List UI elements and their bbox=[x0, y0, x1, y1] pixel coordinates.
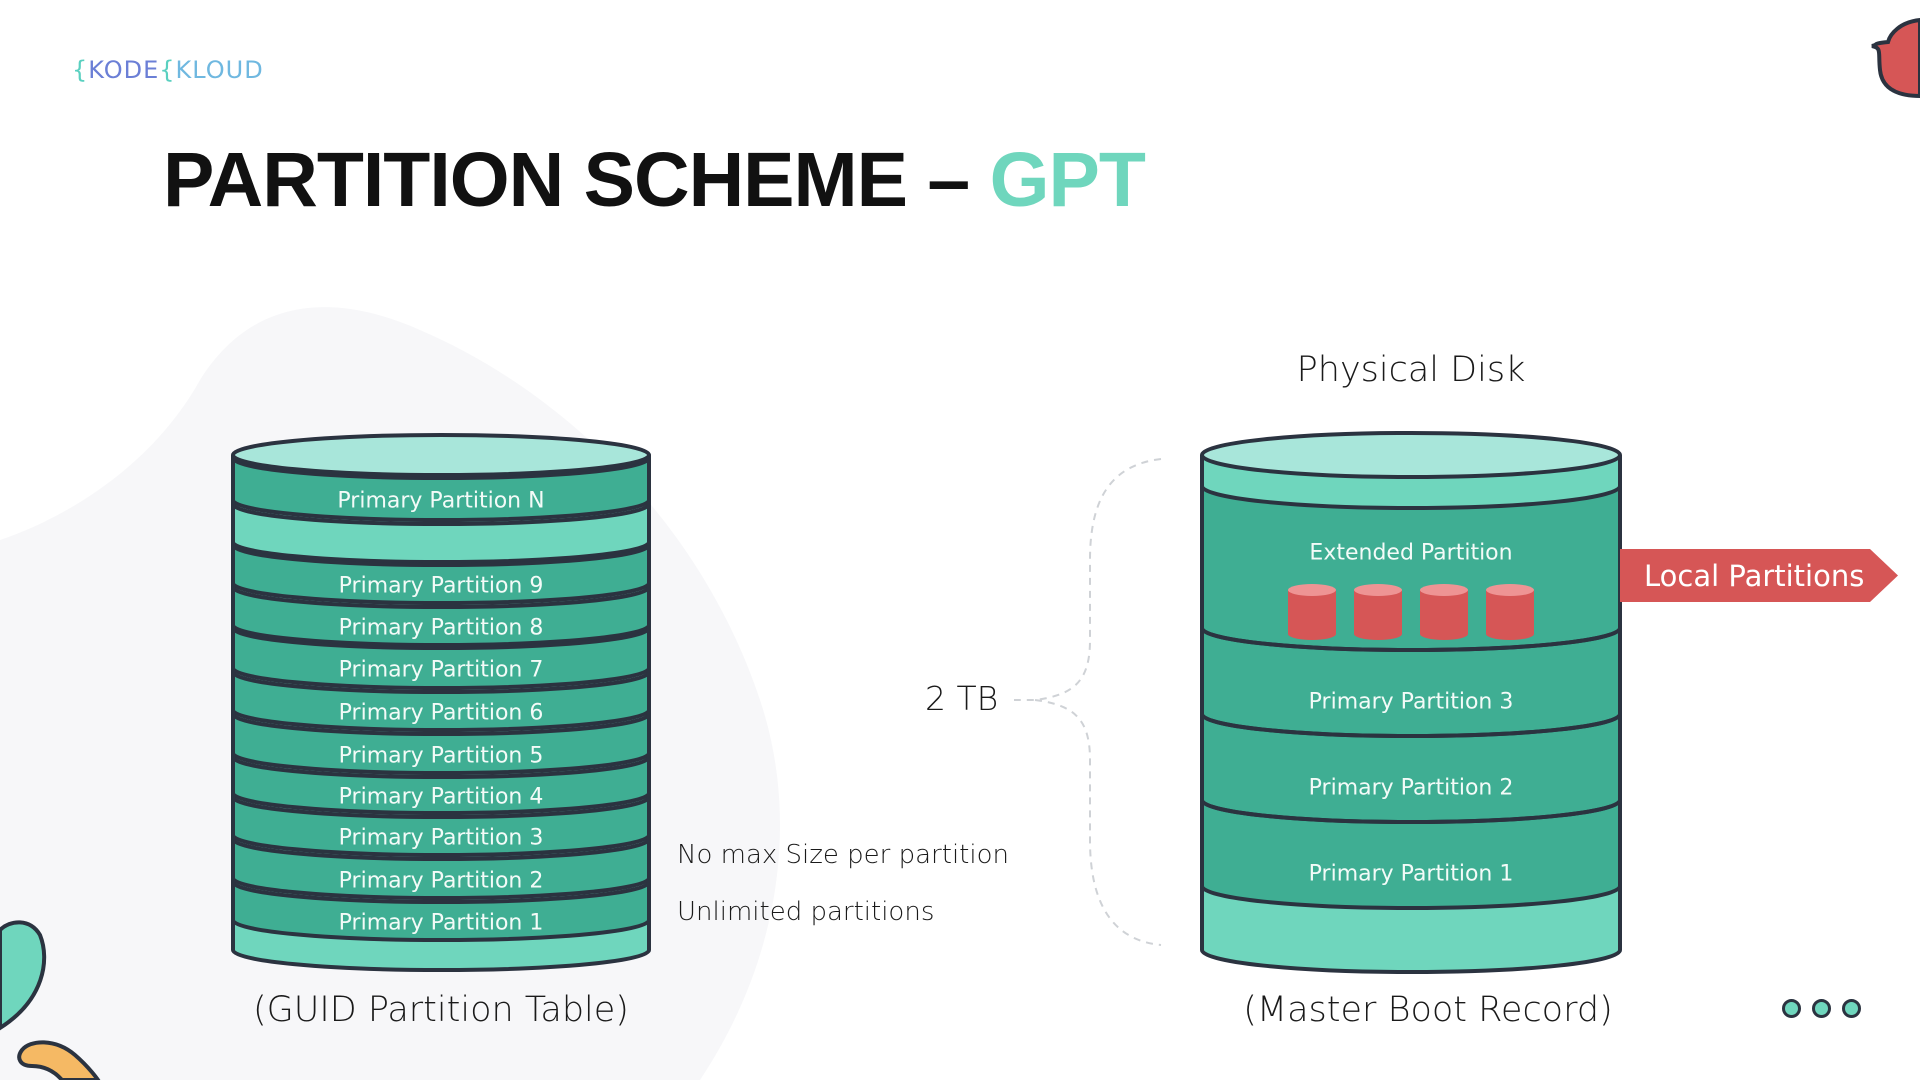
slide-title: PARTITION SCHEME – GPT bbox=[163, 136, 1146, 225]
logo-kode: KODE bbox=[88, 56, 160, 84]
teal-blob-decoration bbox=[0, 920, 47, 1031]
band-divider bbox=[231, 877, 651, 900]
partition-label: Primary Partition 9 bbox=[338, 573, 544, 599]
partition-label: Primary Partition 2 bbox=[338, 868, 544, 893]
logo-brace: { bbox=[159, 56, 176, 84]
band-divider bbox=[231, 544, 651, 567]
disk-size-label: 2 TB bbox=[925, 679, 999, 718]
more-dots-icon bbox=[1842, 999, 1861, 1018]
callout-label: Local Partitions bbox=[1644, 559, 1865, 593]
band-divider bbox=[231, 834, 651, 857]
partition-band bbox=[1202, 714, 1620, 822]
partition-band bbox=[233, 545, 649, 603]
band-divider bbox=[1200, 713, 1622, 738]
band-divider bbox=[231, 667, 651, 690]
band-divider bbox=[231, 709, 651, 732]
cylinder-outline bbox=[231, 455, 651, 972]
band-divider bbox=[231, 586, 651, 609]
band-divider bbox=[231, 792, 651, 815]
band-divider bbox=[231, 541, 651, 564]
partition-band bbox=[1202, 628, 1620, 736]
cylinder-top bbox=[231, 433, 651, 477]
partition-label: Primary Partition 3 bbox=[338, 825, 544, 851]
band-divider bbox=[1200, 885, 1622, 910]
band-divider bbox=[1200, 627, 1622, 652]
partition-label: Primary Partition 1 bbox=[338, 910, 544, 936]
mbr-caption: (Master Boot Record) bbox=[1243, 990, 1613, 1030]
red-blob-decoration bbox=[1871, 17, 1920, 99]
partition-label: Primary Partition 1 bbox=[1308, 861, 1514, 887]
kodekloud-logo: {KODE{KLOUD bbox=[72, 56, 264, 84]
logo-kloud: KLOUD bbox=[175, 56, 264, 84]
logical-partition-icon bbox=[1486, 584, 1534, 640]
partition-band bbox=[233, 628, 649, 688]
band-divider bbox=[231, 796, 651, 819]
band-divider bbox=[231, 503, 651, 526]
logical-partition-icon bbox=[1288, 584, 1336, 640]
band-divider bbox=[231, 499, 651, 522]
partition-label: Primary Partition 4 bbox=[338, 784, 544, 810]
more-dots-icon bbox=[1812, 999, 1831, 1018]
band-divider bbox=[1200, 485, 1622, 510]
gap-band bbox=[233, 504, 649, 562]
partition-label: Primary Partition 7 bbox=[338, 657, 544, 683]
orange-blob-decoration bbox=[17, 1040, 101, 1080]
logical-partition-icon bbox=[1420, 584, 1468, 640]
partition-label: Primary Partition 3 bbox=[1308, 689, 1514, 715]
size-brace bbox=[1014, 458, 1162, 946]
partition-band bbox=[233, 839, 649, 898]
band-divider bbox=[1200, 799, 1622, 824]
band-divider bbox=[231, 881, 651, 904]
band-divider bbox=[231, 457, 651, 480]
band-divider bbox=[231, 671, 651, 694]
gpt-caption: (GUID Partition Table) bbox=[253, 990, 629, 1030]
more-options-button[interactable] bbox=[1782, 999, 1861, 1018]
title-main: PARTITION SCHEME – bbox=[163, 137, 990, 223]
partition-band bbox=[233, 797, 649, 855]
band-divider bbox=[231, 756, 651, 779]
gpt-disk-cylinder bbox=[231, 433, 651, 972]
partition-label: Extended Partition bbox=[1309, 540, 1513, 566]
band-divider bbox=[231, 838, 651, 861]
title-accent: GPT bbox=[989, 137, 1146, 223]
physical-disk-heading: Physical Disk bbox=[1296, 350, 1526, 390]
band-divider bbox=[231, 627, 651, 650]
extended-partition-band bbox=[1202, 486, 1620, 650]
band-divider bbox=[231, 752, 651, 775]
cylinder-top bbox=[1200, 431, 1622, 479]
partition-label: Primary Partition 8 bbox=[338, 615, 544, 641]
partition-band bbox=[233, 714, 649, 773]
partition-label: Primary Partition 6 bbox=[338, 700, 544, 726]
more-dots-icon bbox=[1782, 999, 1801, 1018]
band-divider bbox=[231, 919, 651, 942]
band-divider bbox=[231, 713, 651, 736]
partition-label: Primary Partition N bbox=[337, 488, 545, 514]
partition-band bbox=[233, 757, 649, 813]
band-divider bbox=[231, 582, 651, 605]
cylinder-outline bbox=[1200, 455, 1622, 974]
callout-arrow-shape bbox=[1620, 549, 1898, 602]
partition-label: Primary Partition 5 bbox=[338, 743, 544, 768]
logical-partition-icon bbox=[1354, 584, 1402, 640]
partition-band bbox=[1202, 800, 1620, 908]
partition-label: Primary Partition 2 bbox=[1308, 775, 1514, 801]
partition-band bbox=[233, 458, 649, 520]
logo-brace: { bbox=[72, 56, 89, 84]
mbr-disk-cylinder bbox=[1200, 431, 1622, 974]
partition-band bbox=[233, 882, 649, 940]
local-partitions-callout: Local Partitions bbox=[1620, 549, 1898, 602]
note-no-max-size: No max Size per partition bbox=[677, 840, 1009, 870]
partition-band bbox=[233, 587, 649, 645]
band-divider bbox=[231, 624, 651, 647]
note-unlimited-partitions: Unlimited partitions bbox=[677, 897, 935, 927]
partition-band bbox=[233, 672, 649, 730]
